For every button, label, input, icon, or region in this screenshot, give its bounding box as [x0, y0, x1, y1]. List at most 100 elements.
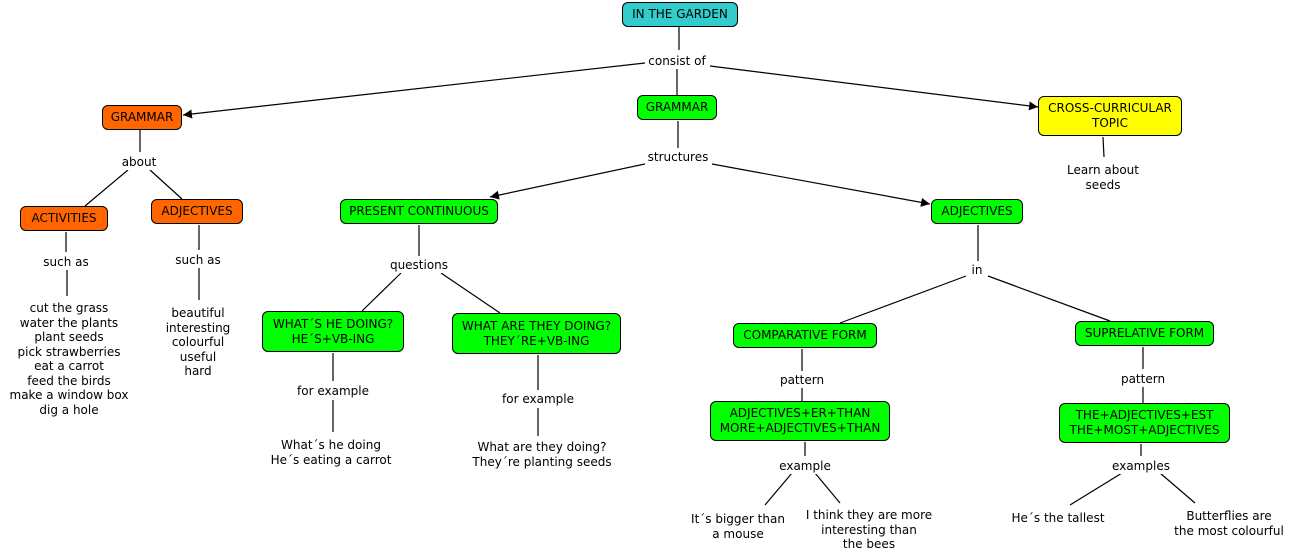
concept-label: SUPRELATIVE FORM — [1084, 326, 1205, 340]
concept-label: THE+MOST+ADJECTIVES — [1069, 423, 1220, 437]
concept-label: ADJECTIVES — [161, 204, 233, 218]
line-in-superlative — [987, 275, 1111, 322]
concept-label: GRAMMAR — [110, 110, 174, 124]
linking-phrase-text: example — [779, 459, 831, 473]
linking-phrase-text: such as — [43, 255, 89, 269]
linking-phrase-example: example — [779, 459, 831, 474]
linking-phrase-consist-of: consist of — [648, 54, 706, 69]
linking-phrase-examples: examples — [1112, 459, 1170, 474]
line-example-bigger — [764, 472, 793, 506]
leaf-line: Learn about — [1067, 163, 1139, 177]
concept-comparative-pattern[interactable]: ADJECTIVES+ER+THAN MORE+ADJECTIVES+THAN — [710, 401, 890, 441]
leaf-line: make a window box — [9, 388, 129, 402]
leaf-example-he: What´s he doing He´s eating a carrot — [270, 438, 392, 467]
linking-phrase-text: consist of — [648, 54, 706, 68]
line-examples-butterflies — [1159, 472, 1196, 504]
linking-phrase-about: about — [121, 155, 157, 170]
line-questions-what-are-they — [440, 272, 501, 314]
concept-label: THEY´RE+VB-ING — [483, 333, 590, 348]
leaf-line: plant seeds — [34, 330, 104, 344]
leaf-line: eat a carrot — [34, 359, 104, 373]
leaf-line: water the plants — [19, 315, 119, 330]
leaf-line: He´s eating a carrot — [270, 452, 392, 467]
leaf-line: the most colourful — [1174, 523, 1284, 538]
concept-in-the-garden[interactable]: IN THE GARDEN — [622, 2, 738, 27]
linking-phrase-text: such as — [175, 253, 221, 267]
line-about-activities — [84, 169, 129, 207]
concept-label: ACTIVITIES — [31, 211, 97, 225]
line-cross-curricular-learn — [1102, 136, 1105, 158]
linking-phrase-text: structures — [647, 150, 709, 164]
concept-label: COMPARATIVE FORM — [743, 328, 867, 342]
concept-label: TOPIC — [1092, 116, 1128, 130]
concept-what-are-they-doing[interactable]: WHAT ARE THEY DOING? THEY´RE+VB-ING — [452, 313, 621, 354]
linking-phrase-text: for example — [502, 392, 574, 406]
leaf-example-interesting: I think they are more interesting than t… — [805, 508, 933, 552]
concept-superlative-form[interactable]: SUPRELATIVE FORM — [1075, 321, 1214, 346]
concept-label: IN THE GARDEN — [632, 7, 728, 21]
linking-phrase-such-as-adjectives: such as — [175, 253, 221, 268]
concept-activities[interactable]: ACTIVITIES — [20, 206, 108, 231]
leaf-example-they: What are they doing? They´re planting se… — [472, 440, 612, 469]
concept-adjectives-right[interactable]: ADJECTIVES — [931, 199, 1023, 224]
leaf-line: beautiful — [171, 306, 225, 320]
concept-grammar-center[interactable]: GRAMMAR — [637, 95, 717, 120]
leaf-line: useful — [179, 349, 217, 364]
leaf-line: seeds — [1085, 177, 1121, 192]
linking-phrase-in: in — [971, 263, 983, 278]
arrow-to-cross-curricular — [709, 65, 1039, 111]
arrow-to-present-continuous — [489, 163, 646, 200]
leaf-line: They´re planting seeds — [472, 454, 612, 469]
arrow-to-grammar-left — [182, 62, 646, 119]
leaf-line: What´s he doing — [281, 438, 381, 452]
leaf-line: a mouse — [712, 526, 764, 541]
leaf-line: He´s the tallest — [1011, 511, 1105, 525]
linking-phrase-pattern-superlative: pattern — [1120, 372, 1166, 387]
concept-label: ADJECTIVES — [941, 204, 1013, 218]
linking-phrase-text: pattern — [1120, 372, 1166, 386]
concept-grammar-left[interactable]: GRAMMAR — [102, 105, 182, 130]
line-about-adjectives — [149, 169, 183, 200]
leaf-line: dig a hole — [39, 402, 99, 417]
concept-label: ADJECTIVES+ER+THAN — [729, 406, 871, 420]
linking-phrase-questions: questions — [389, 258, 449, 273]
concept-whats-he-doing[interactable]: WHAT´S HE DOING? HE´S+VB-ING — [262, 311, 404, 352]
line-examples-tallest — [1069, 472, 1123, 506]
concept-cross-curricular-topic[interactable]: CROSS-CURRICULAR TOPIC — [1038, 96, 1182, 136]
linking-phrase-text: examples — [1112, 459, 1170, 473]
concept-label: PRESENT CONTINUOUS — [349, 204, 489, 218]
concept-label: MORE+ADJECTIVES+THAN — [719, 421, 881, 435]
leaf-line: What are they doing? — [477, 440, 607, 454]
concept-present-continuous[interactable]: PRESENT CONTINUOUS — [340, 199, 498, 224]
arrow-to-adjectives-right — [711, 163, 931, 207]
leaf-adjectives-list: beautiful interesting colourful useful h… — [165, 306, 231, 379]
concept-label: WHAT´S HE DOING? — [272, 316, 394, 331]
concept-label: WHAT ARE THEY DOING? — [461, 318, 612, 333]
linking-phrase-for-example-he: for example — [297, 384, 369, 399]
linking-phrase-text: for example — [297, 384, 369, 398]
leaf-line: cut the grass — [29, 301, 109, 315]
concept-comparative-form[interactable]: COMPARATIVE FORM — [733, 323, 877, 348]
leaf-example-bigger: It´s bigger than a mouse — [691, 512, 785, 541]
concept-label: THE+ADJECTIVES+EST — [1075, 408, 1214, 422]
leaf-line: It´s bigger than — [691, 512, 785, 526]
leaf-line: pick strawberries — [17, 344, 121, 359]
leaf-example-butterflies: Butterflies are the most colourful — [1174, 509, 1284, 538]
leaf-line: colourful — [171, 335, 225, 349]
linking-phrase-structures: structures — [647, 150, 709, 165]
linking-phrase-for-example-they: for example — [502, 392, 574, 407]
line-example-interesting — [814, 472, 841, 504]
line-questions-whats-he — [361, 272, 402, 312]
leaf-line: I think they are more — [805, 508, 933, 522]
leaf-line: the bees — [842, 537, 896, 551]
concept-superlative-pattern[interactable]: THE+ADJECTIVES+EST THE+MOST+ADJECTIVES — [1059, 403, 1230, 443]
linking-phrase-text: questions — [389, 258, 449, 272]
concept-adjectives-left[interactable]: ADJECTIVES — [151, 199, 243, 224]
linking-phrase-text: in — [971, 263, 983, 277]
leaf-line: interesting — [165, 320, 231, 335]
leaf-line: Butterflies are — [1186, 509, 1272, 523]
leaf-learn-about-seeds: Learn about seeds — [1067, 163, 1139, 192]
leaf-activities-list: cut the grass water the plants plant see… — [9, 301, 129, 417]
